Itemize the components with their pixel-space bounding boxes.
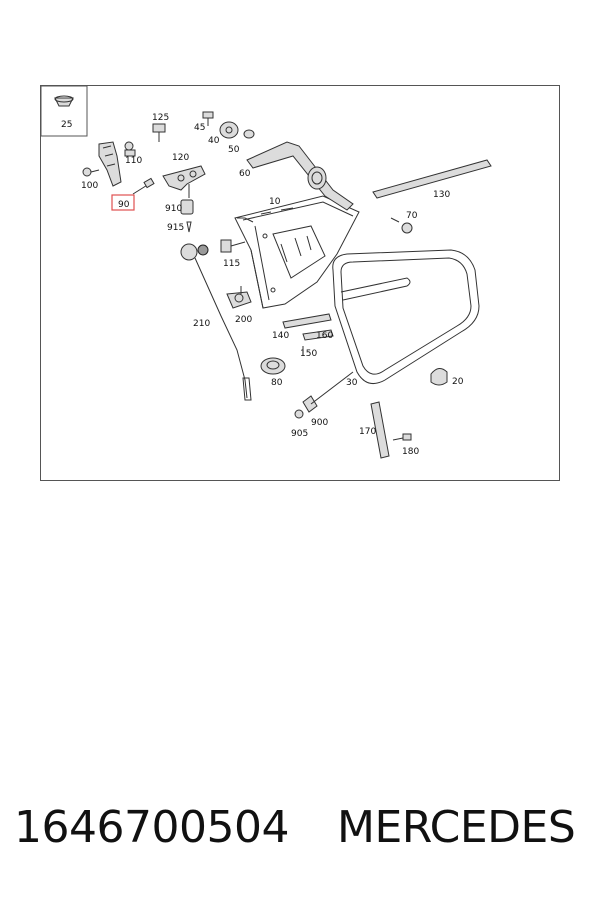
drive-200 xyxy=(226,286,252,309)
callout-40: 40 xyxy=(208,136,220,146)
part-number: 1646700504 xyxy=(14,802,289,853)
callout-60: 60 xyxy=(239,169,251,179)
callout-25: 25 xyxy=(61,120,72,130)
callout-115: 115 xyxy=(223,259,240,269)
callout-180: 180 xyxy=(402,447,419,457)
callout-110: 110 xyxy=(125,156,142,166)
inset-box-part-25: 25 xyxy=(41,86,88,137)
callout-120: 120 xyxy=(172,153,189,163)
bolt-125 xyxy=(152,123,166,142)
bolt-900 xyxy=(294,371,354,419)
callout-20: 20 xyxy=(452,377,464,387)
screw-180 xyxy=(392,433,412,441)
footer: 1646700504 MERCEDES xyxy=(0,800,600,860)
trim-strip-60 xyxy=(246,141,354,211)
callout-30: 30 xyxy=(346,378,358,388)
callout-labels: 125 45 40 50 60 110 120 100 90 910 915 1… xyxy=(81,113,464,457)
callout-905: 905 xyxy=(291,429,308,439)
bolt-115 xyxy=(220,239,246,253)
callout-80: 80 xyxy=(271,378,283,388)
cap-50 xyxy=(243,129,255,139)
molding-170 xyxy=(370,401,390,459)
callout-50: 50 xyxy=(228,145,240,155)
parts-diagram: 25 xyxy=(40,85,560,481)
callout-125: 125 xyxy=(152,113,169,123)
grommet-80 xyxy=(260,357,286,375)
callout-150: 150 xyxy=(300,349,317,359)
brand-name: MERCEDES xyxy=(337,802,576,853)
callout-10: 10 xyxy=(269,197,281,207)
cable-210 xyxy=(180,243,252,401)
trim-strip-130 xyxy=(372,159,492,199)
clip-160 xyxy=(302,329,334,341)
screw-70 xyxy=(390,217,413,234)
exploded-view-drawing: 25 xyxy=(41,86,492,459)
callout-70: 70 xyxy=(406,211,418,221)
callout-910: 910 xyxy=(165,204,182,214)
screw-915 xyxy=(186,221,192,233)
callout-130: 130 xyxy=(433,190,450,200)
window-frame-10 xyxy=(234,195,360,309)
callout-210: 210 xyxy=(193,319,210,329)
callout-90: 90 xyxy=(118,200,130,210)
callout-45: 45 xyxy=(194,123,205,133)
washer-40 xyxy=(219,121,239,139)
hinge-assembly xyxy=(82,141,155,195)
callout-900: 900 xyxy=(311,418,328,428)
callout-100: 100 xyxy=(81,181,98,191)
highlight-box-90 xyxy=(111,194,135,211)
screw-45 xyxy=(202,111,214,126)
callout-160: 160 xyxy=(316,331,333,341)
callout-915: 915 xyxy=(167,223,184,233)
seal-30 xyxy=(332,249,480,385)
callout-200: 200 xyxy=(235,315,252,325)
callout-170: 170 xyxy=(359,427,376,437)
callout-140: 140 xyxy=(272,331,289,341)
clip-910 xyxy=(180,199,194,215)
strip-140 xyxy=(282,313,332,329)
bumper-20 xyxy=(430,368,448,386)
bracket-120 xyxy=(162,165,206,198)
